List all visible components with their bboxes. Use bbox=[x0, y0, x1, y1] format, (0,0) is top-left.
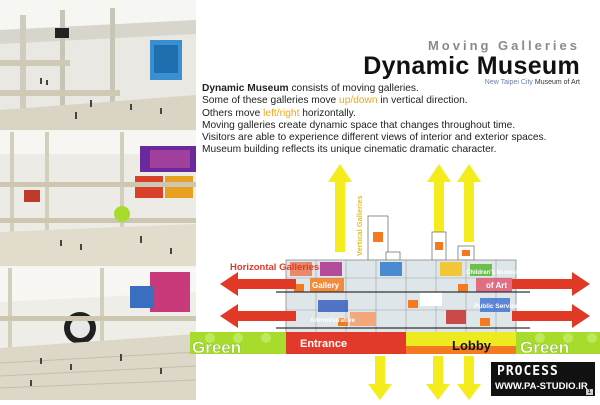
of-art-label: of Art bbox=[486, 281, 507, 290]
credit-suffix: Museum of Art bbox=[534, 79, 580, 86]
desc-line-3-pre: Others move bbox=[202, 107, 264, 119]
diagram-svg: Horizontal Galleries Vertical Galleries … bbox=[190, 164, 600, 400]
down-arrow-3 bbox=[457, 356, 481, 400]
interior-render-1 bbox=[0, 0, 196, 130]
desc-leftright: left/right bbox=[263, 107, 300, 119]
left-arrow-upper bbox=[220, 272, 296, 296]
desc-line-4: Moving galleries create dynamic space th… bbox=[202, 119, 516, 131]
desc-line-5: Visitors are able to experience differen… bbox=[202, 132, 547, 144]
render-column bbox=[0, 0, 196, 400]
page-subtitle: Moving Galleries bbox=[427, 38, 580, 53]
interior-render-3 bbox=[0, 268, 196, 400]
vertical-galleries-label: Vertical Galleries bbox=[355, 196, 364, 256]
down-arrow-2 bbox=[426, 356, 450, 400]
horizontal-arrows bbox=[220, 272, 590, 328]
down-arrow-1 bbox=[368, 356, 392, 400]
vertical-arrows-up bbox=[328, 164, 481, 252]
desc-line-3-post: horizontally. bbox=[299, 107, 356, 119]
museum-diagram: Horizontal Galleries Vertical Galleries … bbox=[190, 160, 600, 400]
desc-line-3: Others move left/right horizontally. bbox=[202, 108, 597, 120]
lobby-label: Lobby bbox=[452, 338, 492, 353]
right-arrow-lower bbox=[512, 304, 590, 328]
logo-url: WWW.PA-STUDIO.IR bbox=[495, 381, 588, 392]
page-title: Dynamic Museum bbox=[363, 52, 580, 80]
studio-logo[interactable]: PROCESS WWW.PA-STUDIO.IR 1 bbox=[491, 362, 595, 396]
gallery-label: Gallery bbox=[312, 281, 340, 290]
up-arrow-1 bbox=[328, 164, 352, 252]
up-arrow-3 bbox=[457, 164, 481, 242]
public-service-label: Public Service bbox=[474, 303, 519, 310]
desc-line-1-rest: consists of moving galleries. bbox=[288, 83, 419, 94]
entrance-label: Entrance bbox=[300, 338, 347, 350]
entrance-block bbox=[286, 332, 406, 354]
administrative-label: Administrative bbox=[310, 317, 356, 324]
desc-updown: up/down bbox=[339, 95, 378, 107]
horizontal-galleries-label: Horizontal Galleries bbox=[230, 262, 319, 273]
desc-bold: Dynamic Museum bbox=[202, 83, 289, 94]
green-label-left: Green bbox=[192, 338, 241, 357]
up-arrow-2 bbox=[427, 164, 451, 242]
interior-render-2 bbox=[0, 132, 196, 266]
vertical-arrows-down bbox=[368, 356, 481, 400]
desc-line-6: Museum building reflects its unique cine… bbox=[202, 144, 497, 156]
description: Dynamic Museum consists of moving galler… bbox=[202, 83, 597, 157]
desc-line-2-pre: Some of these galleries move bbox=[202, 95, 340, 107]
credit-prefix: New Taipei City bbox=[484, 79, 533, 86]
desc-line-1: Dynamic Museum consists of moving galler… bbox=[202, 83, 597, 95]
credit-line: New Taipei City Museum of Art bbox=[330, 79, 580, 86]
desc-line-2: Some of these galleries move up/down in … bbox=[202, 95, 597, 107]
logo-name: PROCESS bbox=[497, 364, 559, 379]
page-number: 1 bbox=[585, 389, 593, 395]
header: Moving Galleries Dynamic Museum New Taip… bbox=[330, 38, 580, 86]
childrens-museum-label: Children's Museum bbox=[466, 270, 521, 276]
green-label-right: Green bbox=[520, 338, 569, 357]
right-arrow-upper bbox=[512, 272, 590, 296]
desc-line-2-post: in vertical direction. bbox=[377, 95, 468, 107]
left-arrow-lower bbox=[220, 304, 296, 328]
